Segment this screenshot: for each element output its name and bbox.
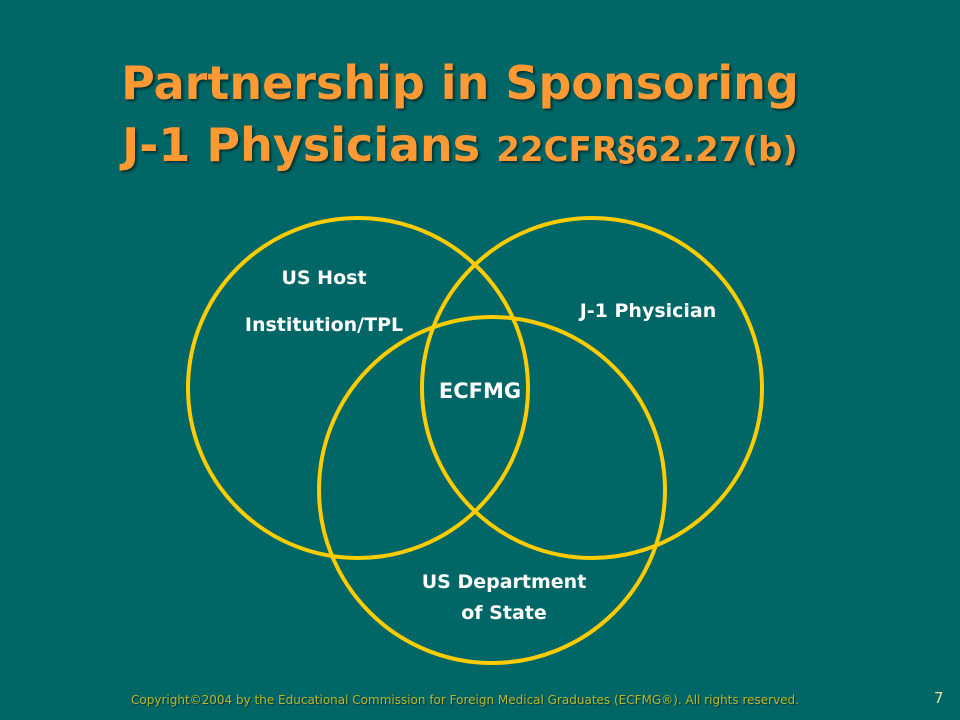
- copyright-footer: Copyright©2004 by the Educational Commis…: [131, 693, 799, 707]
- venn-label-host-line-1: US Host: [281, 267, 366, 289]
- venn-label-center: ECFMG: [439, 379, 521, 403]
- venn-circle-state: [317, 315, 667, 665]
- venn-circle-physician: [420, 216, 764, 560]
- venn-label-state-line-2: of State: [461, 602, 547, 624]
- title-line-2: J-1 Physicians 22CFR§62.27(b): [0, 114, 920, 181]
- slide-title: Partnership in Sponsoring J-1 Physicians…: [0, 52, 920, 181]
- title-line-2-main: J-1 Physicians: [122, 118, 497, 172]
- title-line-1: Partnership in Sponsoring: [121, 56, 799, 110]
- venn-label-host-line-2: Institution/TPL: [245, 314, 403, 336]
- page-number: 7: [934, 689, 944, 707]
- venn-circle-host: [186, 216, 530, 560]
- title-citation: 22CFR§62.27(b): [496, 130, 798, 170]
- venn-label-physician: J-1 Physician: [578, 300, 717, 322]
- venn-label-state-line-1: US Department: [422, 571, 587, 593]
